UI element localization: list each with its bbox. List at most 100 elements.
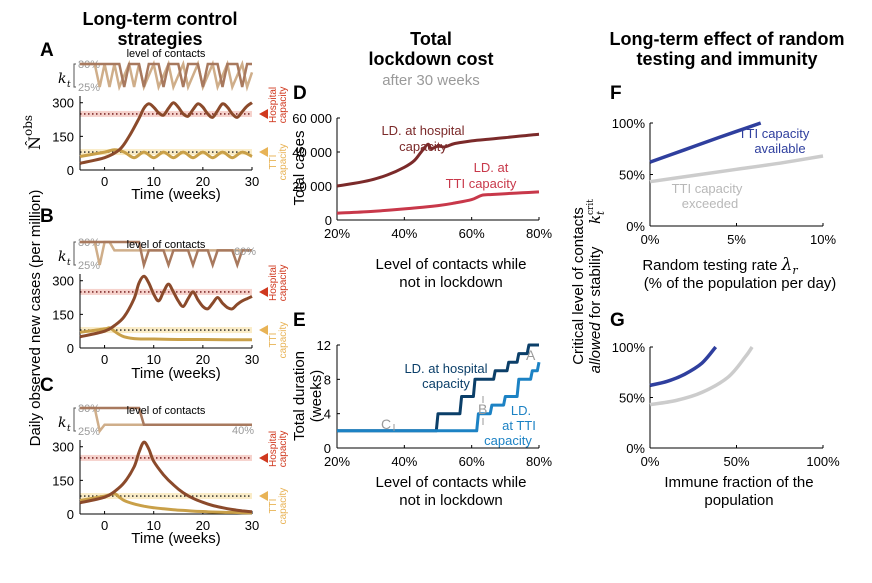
panel-a-contacts-hospital <box>80 62 252 88</box>
panel-a-kt-bracket <box>73 63 76 88</box>
panel-c-xtick-label: 20 <box>196 518 210 533</box>
panel-c-tti-label-2: capacity <box>278 488 289 525</box>
panel-g-series-available <box>649 345 718 388</box>
panel-e-xlabel-line1: Level of contacts while <box>376 474 527 491</box>
n-obs-label: N̂ obs <box>21 115 44 150</box>
panel-f-label-available-2: available <box>754 141 805 156</box>
panel-a-xlabel: Time (weeks) <box>131 186 220 203</box>
panel-f-xlabel: Random testing rate λr (% of the populat… <box>642 255 836 292</box>
panel-b-hospital-label-1: Hospital <box>268 265 279 301</box>
panel-e-xtick-label: 80% <box>526 454 552 469</box>
panel-e-xtick-label: 60% <box>459 454 485 469</box>
panel-d-ytick-label: 60 000 <box>292 111 332 126</box>
panel-c-xtick-label: 10 <box>146 518 160 533</box>
panel-e-xtick-label: 20% <box>324 454 350 469</box>
panel-d-series-tti <box>336 190 540 215</box>
panel-c-series-tti <box>79 492 253 515</box>
panel-a-ytick-label: 0 <box>67 163 74 178</box>
n-obs-symbol: N̂ <box>25 136 44 150</box>
panel-f-label-available-1: TTI capacity <box>739 126 810 141</box>
panel-c-hospital-label-2: capacity <box>278 431 289 468</box>
right-ylabel-k-sub: t <box>596 210 607 215</box>
title-right-line1: Long-term effect of random <box>609 29 844 49</box>
panel-letter-d: D <box>293 83 307 104</box>
title-left-line1: Long-term control <box>83 9 238 29</box>
panel-d-xtick-label: 20% <box>324 226 350 241</box>
panel-a-xtick-label: 10 <box>146 174 160 189</box>
panel-f-xtick-label: 0% <box>641 232 660 247</box>
panel-f-ytick-label: 100% <box>612 116 646 131</box>
panel-f-xlabel-line1: Random testing rate λr <box>642 255 798 277</box>
panel-c-kt-25: 25% <box>78 426 100 438</box>
panel-a-kt-25: 25% <box>78 82 100 94</box>
panel-b-level-of-contacts: level of contacts <box>127 239 206 251</box>
panel-b-xlabel: Time (weeks) <box>131 365 220 382</box>
right-ylabel-line2: allowed for stability <box>587 246 604 373</box>
panel-d-ytick-label: 0 <box>325 213 332 228</box>
panel-e-label-hospital-1: LD. at hospital <box>404 361 487 376</box>
panel-g-xtick-label: 0% <box>641 454 660 469</box>
panel-letters: A B C D E F G <box>40 40 625 396</box>
panel-b-kt-60: 60% <box>234 246 256 258</box>
panel-g-ytick-label: 0% <box>626 441 645 456</box>
panel-d-series-hospital <box>336 132 540 188</box>
panel-a-hospital-label-2: capacity <box>278 87 289 124</box>
panel-e-marker-a: A <box>526 347 536 363</box>
panel-a-series-hospital <box>79 101 253 165</box>
panel-c-tti-label-1: TTI <box>268 499 279 514</box>
panel-c-kt-sub: t <box>67 424 71 434</box>
panel-c-series-hospital <box>79 440 253 514</box>
panel-f-ytick-label: 50% <box>619 168 645 183</box>
panel-e-marker-c: C <box>381 416 391 432</box>
panel-f-xlabel-line2: (% of the population per day) <box>644 275 837 292</box>
panel-a-xtick-label: 20 <box>196 174 210 189</box>
panel-b-hospital-band <box>80 288 252 295</box>
n-obs-superscript: obs <box>21 115 35 136</box>
panel-d-ytick-label: 40 000 <box>292 145 332 160</box>
panel-f-xlabel-lambda-sub: r <box>792 264 798 277</box>
panel-c-tti-band <box>80 493 252 500</box>
panel-d-xtick-label: 60% <box>459 226 485 241</box>
panel-a-series-tti <box>79 148 253 160</box>
panel-b-ytick-label: 0 <box>67 341 74 356</box>
left-ylabel: Daily observed new cases (per million) <box>27 190 44 447</box>
panel-b-tti-band <box>80 327 252 334</box>
panel-b-xtick-label: 30 <box>245 352 259 367</box>
panel-b-hospital-label-2: capacity <box>278 265 289 302</box>
panel-e-ytick-label: 8 <box>324 372 331 387</box>
panel-e-series-tti <box>337 361 541 433</box>
panel-b-kt-sub: t <box>67 258 71 268</box>
panel-c-ytick-label: 300 <box>52 440 74 455</box>
panel-e-ylabel-line1: Total duration <box>291 351 308 441</box>
panel-a-xtick-label: 0 <box>101 174 108 189</box>
panel-a-hospital-label-1: Hospital <box>268 87 279 123</box>
panel-d-ylabel: Total cases <box>291 130 308 205</box>
right-ylabel-k: k <box>586 215 604 224</box>
panel-a-tti-marker <box>259 147 268 158</box>
panel-b-tti-label-1: TTI <box>268 333 279 348</box>
panel-e-ytick-label: 4 <box>324 407 331 422</box>
panel-c-hospital-label-1: Hospital <box>268 431 279 467</box>
panel-a-ytick-label: 150 <box>52 129 74 144</box>
panel-e-ylabel-line2: (weeks) <box>308 370 325 423</box>
titles: Long-term control strategies Total lockd… <box>83 9 845 89</box>
panel-a-hospital-marker <box>259 108 268 119</box>
panel-a-tti-label-1: TTI <box>268 155 279 170</box>
right-ylabel-line1: Critical level of contacts <box>570 207 587 365</box>
panel-letter-g: G <box>610 310 625 331</box>
panel-g-series-exceeded <box>649 345 754 407</box>
panel-c-level-of-contacts: level of contacts <box>127 405 206 417</box>
panel-letter-e: E <box>293 310 306 331</box>
panel-f-xlabel-lambda: λ <box>781 255 793 275</box>
panel-b-kt-bracket <box>73 241 76 266</box>
panel-d-label-hospital-2: capacity <box>399 139 447 154</box>
panel-c-kt-bracket <box>73 407 76 432</box>
panel-e-label-tti-2: at TTI <box>502 418 536 433</box>
panel-e-label-tti-3: capacity <box>484 433 532 448</box>
panel-e-series-hospital <box>337 343 539 433</box>
panel-e-label-hospital-2: capacity <box>422 376 470 391</box>
